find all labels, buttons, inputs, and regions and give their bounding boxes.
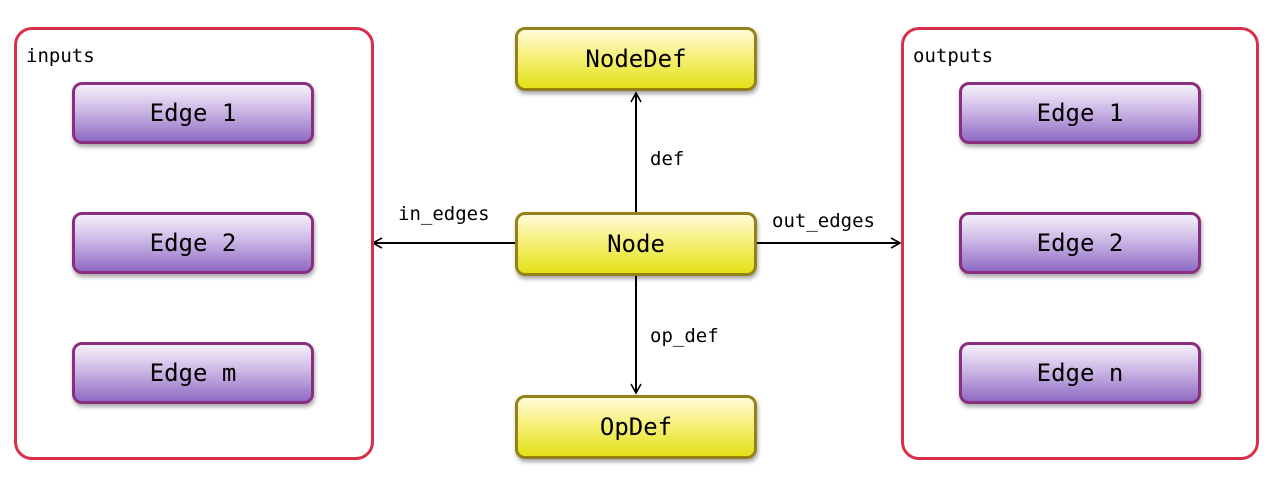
output-edge-2-box: Edge 2: [959, 212, 1201, 274]
outputs-label: outputs: [913, 45, 994, 67]
node-box: Node: [515, 212, 757, 276]
opdef-box: OpDef: [515, 395, 757, 459]
input-edge-m-box: Edge m: [72, 342, 314, 404]
def-arrow-label: def: [650, 148, 685, 170]
inputs-label: inputs: [26, 45, 95, 67]
output-edge-1-box: Edge 1: [959, 82, 1201, 144]
input-edge-1-box: Edge 1: [72, 82, 314, 144]
nodedef-box: NodeDef: [515, 27, 757, 91]
in-edges-arrow-label: in_edges: [398, 203, 490, 225]
op-def-arrow-label: op_def: [650, 325, 719, 347]
out-edges-arrow-label: out_edges: [772, 210, 875, 232]
output-edge-n-box: Edge n: [959, 342, 1201, 404]
input-edge-2-box: Edge 2: [72, 212, 314, 274]
